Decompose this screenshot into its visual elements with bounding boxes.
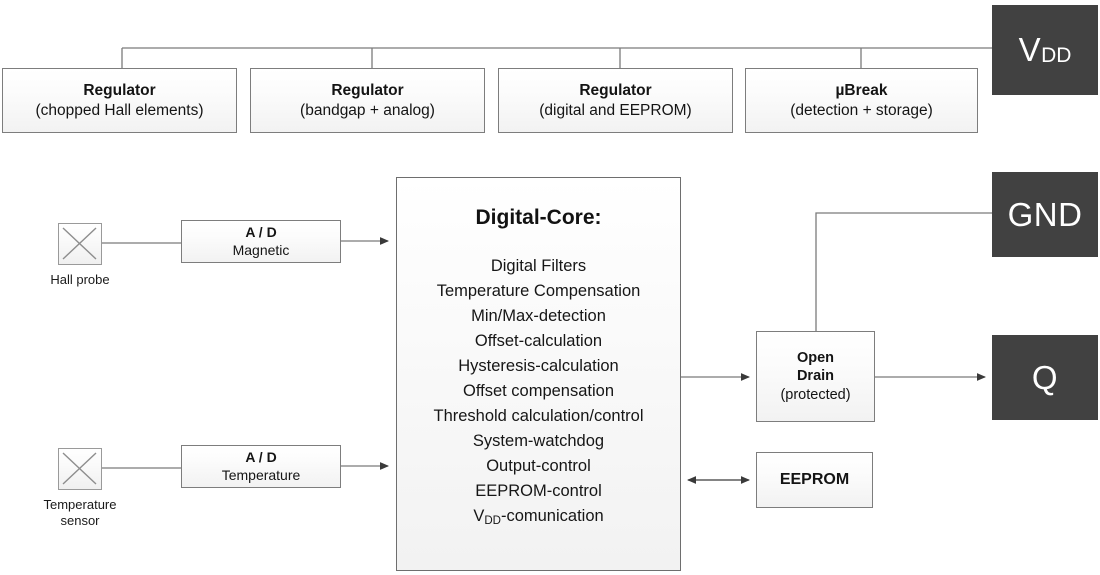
q-pad[interactable]: Q xyxy=(992,335,1098,420)
eeprom-block[interactable]: EEPROM xyxy=(756,452,873,508)
block-subtitle: (digital and EEPROM) xyxy=(539,101,692,119)
block-title: µBreak xyxy=(835,82,888,100)
adc-magnetic-block[interactable]: A / D Magnetic xyxy=(181,220,341,263)
cross-square-icon xyxy=(62,452,97,485)
function-label: Offset compensation xyxy=(462,382,615,400)
regulator-bandgap-analog-block[interactable]: Regulator (bandgap + analog) xyxy=(250,68,485,133)
gnd-to-open-drain-wire xyxy=(815,212,992,331)
digital-core-function: Hysteresis-calculation xyxy=(458,354,618,379)
digital-core-function: Offset compensation xyxy=(463,379,614,404)
digital-core-function: Output-control xyxy=(486,454,591,479)
open-drain-block[interactable]: Open Drain (protected) xyxy=(756,331,875,422)
gnd-pad[interactable]: GND xyxy=(992,172,1098,257)
block-title: A / D xyxy=(245,449,277,465)
digital-core-function: Temperature Compensation xyxy=(437,279,641,304)
block-subtitle: Temperature xyxy=(221,466,301,483)
digital-core-function: VDD-comunication xyxy=(473,504,603,531)
vdd-supply-bus xyxy=(121,47,992,68)
digital-core-function: Offset-calculation xyxy=(475,329,602,354)
digital-core-function: System-watchdog xyxy=(473,429,604,454)
block-subtitle: (chopped Hall elements) xyxy=(35,101,204,119)
adc-temperature-block[interactable]: A / D Temperature xyxy=(181,445,341,488)
eeprom-title: EEPROM xyxy=(779,471,850,488)
digital-core-function: Min/Max-detection xyxy=(471,304,606,329)
function-label: System-watchdog xyxy=(472,432,605,450)
open-drain-line-1: Open xyxy=(796,350,835,367)
function-label: Hysteresis-calculation xyxy=(458,357,619,375)
block-title: A / D xyxy=(245,224,277,240)
regulator-chopped-hall-block[interactable]: Regulator (chopped Hall elements) xyxy=(2,68,237,133)
block-subtitle: Magnetic xyxy=(232,241,290,258)
vdd-pad-label: V xyxy=(1018,31,1042,68)
digital-core-function: EEPROM-control xyxy=(475,479,602,504)
function-label-tail: -comunication xyxy=(500,507,604,525)
function-label: Temperature Compensation xyxy=(436,282,641,300)
function-subscript: DD xyxy=(484,515,501,527)
function-label: EEPROM-control xyxy=(475,482,602,500)
block-title: Regulator xyxy=(579,82,652,100)
function-label: Digital Filters xyxy=(490,257,587,275)
hall-probe-caption: Hall probe xyxy=(50,272,110,287)
block-title: Regulator xyxy=(83,82,156,100)
block-subtitle: (bandgap + analog) xyxy=(300,101,435,119)
digital-core-title: Digital-Core: xyxy=(475,206,602,229)
gnd-pad-label: GND xyxy=(1007,195,1083,233)
block-subtitle: (detection + storage) xyxy=(790,101,933,119)
open-drain-line-3: (protected) xyxy=(780,386,851,403)
digital-core-function: Threshold calculation/control xyxy=(433,404,643,429)
function-label: Offset-calculation xyxy=(474,332,603,350)
cross-square-icon xyxy=(62,227,97,260)
function-label: Min/Max-detection xyxy=(471,307,606,325)
microbreak-block[interactable]: µBreak (detection + storage) xyxy=(745,68,978,133)
temperature-sensor-caption: Temperature sensor xyxy=(43,497,117,528)
regulator-digital-eeprom-block[interactable]: Regulator (digital and EEPROM) xyxy=(498,68,733,133)
digital-core-function: Digital Filters xyxy=(491,254,586,279)
open-drain-line-2: Drain xyxy=(796,368,835,385)
q-pad-label: Q xyxy=(1031,358,1059,396)
function-label: Threshold calculation/control xyxy=(433,407,644,425)
hall-probe-sensor[interactable] xyxy=(58,223,102,265)
function-label: V xyxy=(473,507,485,525)
vdd-pad-subscript: DD xyxy=(1041,44,1072,67)
block-title: Regulator xyxy=(331,82,404,100)
function-label: Output-control xyxy=(486,457,591,475)
temperature-sensor[interactable] xyxy=(58,448,102,490)
